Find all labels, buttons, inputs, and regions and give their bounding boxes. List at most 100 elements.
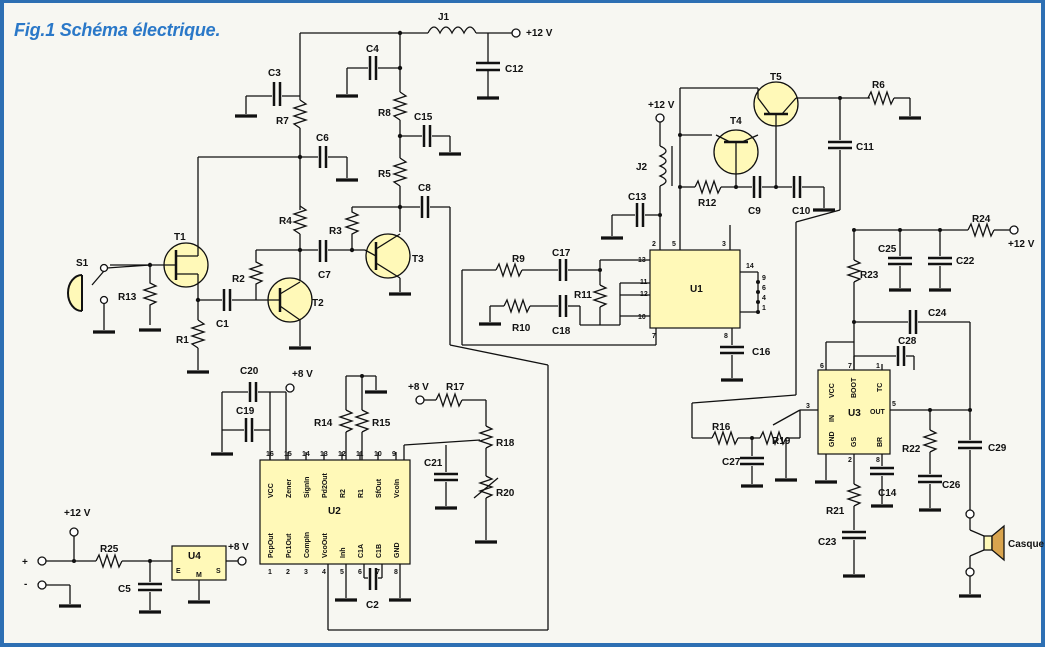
r19-label: R19 bbox=[772, 436, 791, 447]
r15-label: R15 bbox=[372, 418, 391, 429]
capacitor-c29: C29 bbox=[958, 440, 1007, 510]
supply-p8-u2: +8 V bbox=[292, 369, 313, 380]
u2-bottom-pin-num: 7 bbox=[376, 569, 380, 576]
capacitor-c22: C22 bbox=[927, 230, 975, 292]
resistor-r7: R7 bbox=[276, 99, 309, 210]
u1-pin-14: 14 bbox=[746, 263, 754, 270]
capacitor-c25: C25 bbox=[878, 230, 913, 292]
resistor-r3: R3 bbox=[329, 207, 361, 250]
u1-pin-9: 9 bbox=[762, 275, 766, 282]
c8-label: C8 bbox=[418, 183, 431, 194]
supply-p12-right: +12 V bbox=[1008, 239, 1035, 250]
t1-label: T1 bbox=[174, 232, 186, 243]
r20-label: R20 bbox=[496, 488, 515, 499]
c7-label: C7 bbox=[318, 270, 331, 281]
u2-top-pin-name: VCC bbox=[268, 483, 275, 498]
c14-label: C14 bbox=[878, 488, 897, 499]
u2-top-pin-name: Pd2Out bbox=[322, 472, 329, 498]
capacitor-c6: C6 bbox=[300, 133, 360, 182]
u3-in: IN bbox=[829, 415, 836, 422]
capacitor-c24: C24 bbox=[908, 308, 971, 440]
c28-label: C28 bbox=[898, 336, 917, 347]
r14-label: R14 bbox=[314, 418, 333, 429]
c9-label: C9 bbox=[748, 206, 761, 217]
r7-label: R7 bbox=[276, 116, 289, 127]
resistor-r13: R13 bbox=[118, 262, 163, 332]
chip-u3 bbox=[817, 369, 891, 455]
transistor-t5: T5 bbox=[753, 72, 799, 130]
capacitor-c17: C17 bbox=[552, 248, 571, 281]
u2-bottom-pin-name: C1A bbox=[358, 544, 365, 558]
u1-pin-5: 5 bbox=[672, 241, 676, 248]
u3-pin-7: 7 bbox=[848, 363, 852, 370]
switch-s1[interactable]: S1 bbox=[67, 258, 151, 334]
t2-label: T2 bbox=[312, 298, 324, 309]
u4-label: U4 bbox=[188, 551, 201, 562]
u2-top-pin-name: R2 bbox=[340, 489, 347, 498]
resistor-r14: R14 bbox=[314, 376, 355, 460]
t5-label: T5 bbox=[770, 72, 782, 83]
u3-gnd: GND bbox=[829, 431, 836, 447]
capacitor-c2: C2 bbox=[364, 568, 382, 611]
u2-top-pin-name: Zener bbox=[286, 479, 293, 498]
c11-label: C11 bbox=[856, 142, 874, 153]
resistor-r21: R21 bbox=[826, 483, 863, 530]
capacitor-c3: C3 bbox=[233, 68, 300, 118]
r11-label: R11 bbox=[574, 290, 592, 301]
resistor-r6: R6 bbox=[867, 80, 923, 120]
u2-bottom-pin-name: Inh bbox=[340, 548, 347, 559]
capacitor-c18: C18 bbox=[552, 295, 571, 337]
r16-label: R16 bbox=[712, 422, 731, 433]
c19-label: C19 bbox=[236, 406, 255, 417]
u2-bottom-pin-num: 3 bbox=[304, 569, 308, 576]
resistor-r10: R10 bbox=[503, 297, 531, 334]
u1-pin-2: 2 bbox=[652, 241, 656, 248]
c29-label: C29 bbox=[988, 443, 1007, 454]
input-minus: - bbox=[24, 579, 27, 590]
inductor-j2: +12 V J2 bbox=[636, 100, 675, 250]
capacitor-c27: C27 bbox=[722, 438, 765, 488]
r9-label: R9 bbox=[512, 254, 525, 265]
capacitor-c20: C20 bbox=[222, 366, 286, 402]
chip-u1 bbox=[649, 249, 741, 329]
capacitor-c11: C11 bbox=[691, 98, 874, 439]
r4-label: R4 bbox=[279, 216, 292, 227]
resistor-r1: R1 bbox=[176, 319, 211, 374]
supply-p12-left: +12 V bbox=[64, 508, 91, 519]
u2-bottom-pin-name: VcoOut bbox=[322, 532, 329, 558]
supply-p8-u4: +8 V bbox=[228, 542, 249, 553]
supply-p8-r17: +8 V bbox=[408, 382, 429, 393]
resistor-r11: R11 bbox=[574, 284, 609, 325]
u1-pin-3: 3 bbox=[722, 241, 726, 248]
u4-pin-s: S bbox=[216, 568, 221, 575]
r3-label: R3 bbox=[329, 226, 342, 237]
u3-pin-5: 5 bbox=[892, 401, 896, 408]
r13-label: R13 bbox=[118, 292, 137, 303]
resistor-r15: R15 bbox=[353, 376, 391, 460]
u2-bottom-pin-name: CompIn bbox=[304, 532, 311, 558]
capacitor-c21: C21 bbox=[424, 445, 459, 510]
r2-label: R2 bbox=[232, 274, 245, 285]
u3-tc: TC bbox=[877, 383, 884, 392]
s1-label: S1 bbox=[76, 258, 89, 269]
c13-label: C13 bbox=[628, 192, 647, 203]
resistor-r12: R12 bbox=[680, 178, 752, 209]
u2-bottom-pin-name: C1B bbox=[376, 544, 383, 558]
r10-label: R10 bbox=[512, 323, 531, 334]
u3-br: BR bbox=[877, 437, 884, 447]
capacitor-c26: C26 bbox=[917, 474, 961, 512]
r8-label: R8 bbox=[378, 108, 391, 119]
capacitor-c16-u1: C16 bbox=[719, 328, 771, 382]
resistor-r2: R2 bbox=[232, 250, 265, 290]
c3-label: C3 bbox=[268, 68, 281, 79]
u1-pin-1: 1 bbox=[762, 305, 766, 312]
c20-label: C20 bbox=[240, 366, 259, 377]
inductor-j1: J1 +12 V bbox=[300, 12, 553, 39]
c22-label: C22 bbox=[956, 256, 975, 267]
resistor-r8: R8 bbox=[378, 91, 409, 158]
chip-u2 bbox=[259, 459, 411, 565]
c16-label-u1: C16 bbox=[752, 347, 771, 358]
u3-label: U3 bbox=[848, 408, 861, 419]
r23-label: R23 bbox=[860, 270, 879, 281]
capacitor-c12: C12 bbox=[475, 33, 524, 100]
